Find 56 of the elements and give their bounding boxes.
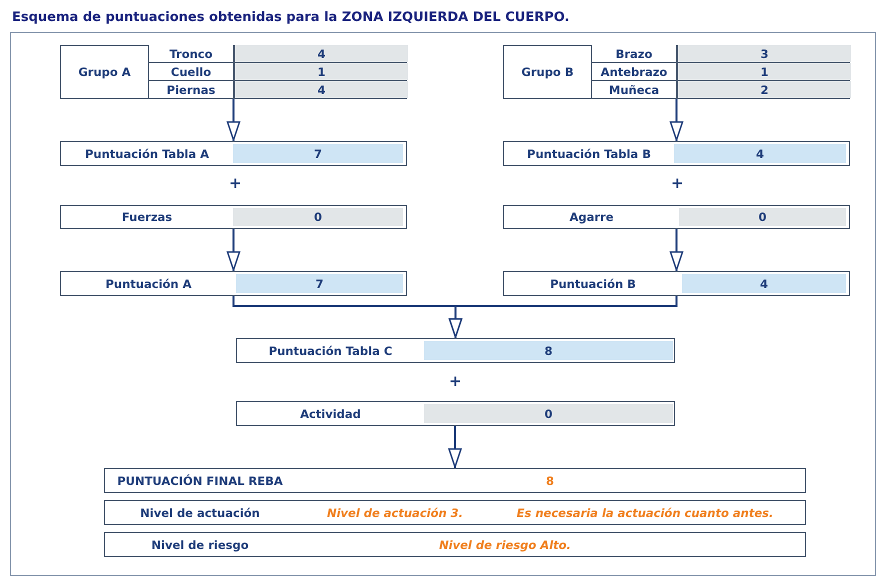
score-table	[60, 45, 407, 99]
score-label: Agarre	[568, 209, 615, 226]
score-value: 7	[236, 274, 403, 293]
score-row	[60, 205, 407, 229]
score-value: 8	[424, 341, 673, 360]
score-value: 0	[424, 404, 673, 423]
arrow	[226, 99, 240, 141]
arrow	[670, 99, 684, 141]
score-value: 4	[234, 81, 408, 98]
score-row	[60, 141, 407, 166]
score-row	[236, 401, 675, 426]
score-table	[503, 45, 850, 99]
score-value: 4	[682, 274, 846, 293]
score-value: 2	[677, 81, 851, 98]
score-value: 4	[674, 144, 846, 163]
score-label: Puntuación Tabla A	[84, 146, 210, 162]
action-level-text: Nivel de actuación 3.	[326, 504, 464, 522]
score-row	[503, 141, 850, 166]
plus-sign: +	[449, 372, 462, 390]
score-label: PUNTUACIÓN FINAL REBA	[116, 472, 284, 490]
score-row	[503, 271, 850, 296]
score-row	[503, 205, 850, 229]
risk-level-text: Nivel de riesgo Alto.	[438, 536, 572, 554]
plus-sign: +	[229, 174, 242, 192]
arrow	[448, 296, 678, 338]
score-label: Nivel de riesgo	[150, 536, 250, 554]
score-row	[236, 338, 675, 363]
action-note: Es necesaria la actuación cuanto antes.	[516, 504, 774, 522]
score-row	[104, 500, 806, 525]
score-label: Puntuación A	[104, 276, 192, 292]
score-row	[60, 271, 407, 296]
arrow	[448, 426, 462, 468]
table-row	[591, 45, 850, 63]
score-value: 1	[677, 63, 851, 80]
score-label: Fuerzas	[120, 209, 174, 226]
score-value: 1	[234, 63, 408, 80]
score-value: 4	[234, 45, 408, 62]
score-value: 0	[679, 208, 846, 226]
score-value: 8	[544, 472, 555, 490]
score-value: 0	[233, 208, 403, 226]
table-row	[148, 45, 407, 63]
score-row	[104, 532, 806, 557]
title: Esquema de puntuaciones obtenidas para la ZONA IZQUIERDA DEL CUERPO.	[12, 10, 570, 25]
table-row	[148, 63, 407, 81]
arrow	[226, 229, 240, 271]
plus-sign: +	[671, 174, 684, 192]
score-row	[104, 468, 806, 493]
score-label: Nivel de actuación	[139, 504, 261, 522]
score-label: Puntuación Tabla C	[268, 342, 394, 360]
score-value: 7	[233, 144, 403, 163]
score-label: Actividad	[299, 406, 362, 422]
arrow	[670, 229, 684, 271]
table-row	[591, 63, 850, 81]
score-value: 3	[677, 45, 851, 62]
score-label: Puntuación B	[549, 276, 637, 292]
score-label: Puntuación Tabla B	[526, 146, 652, 162]
